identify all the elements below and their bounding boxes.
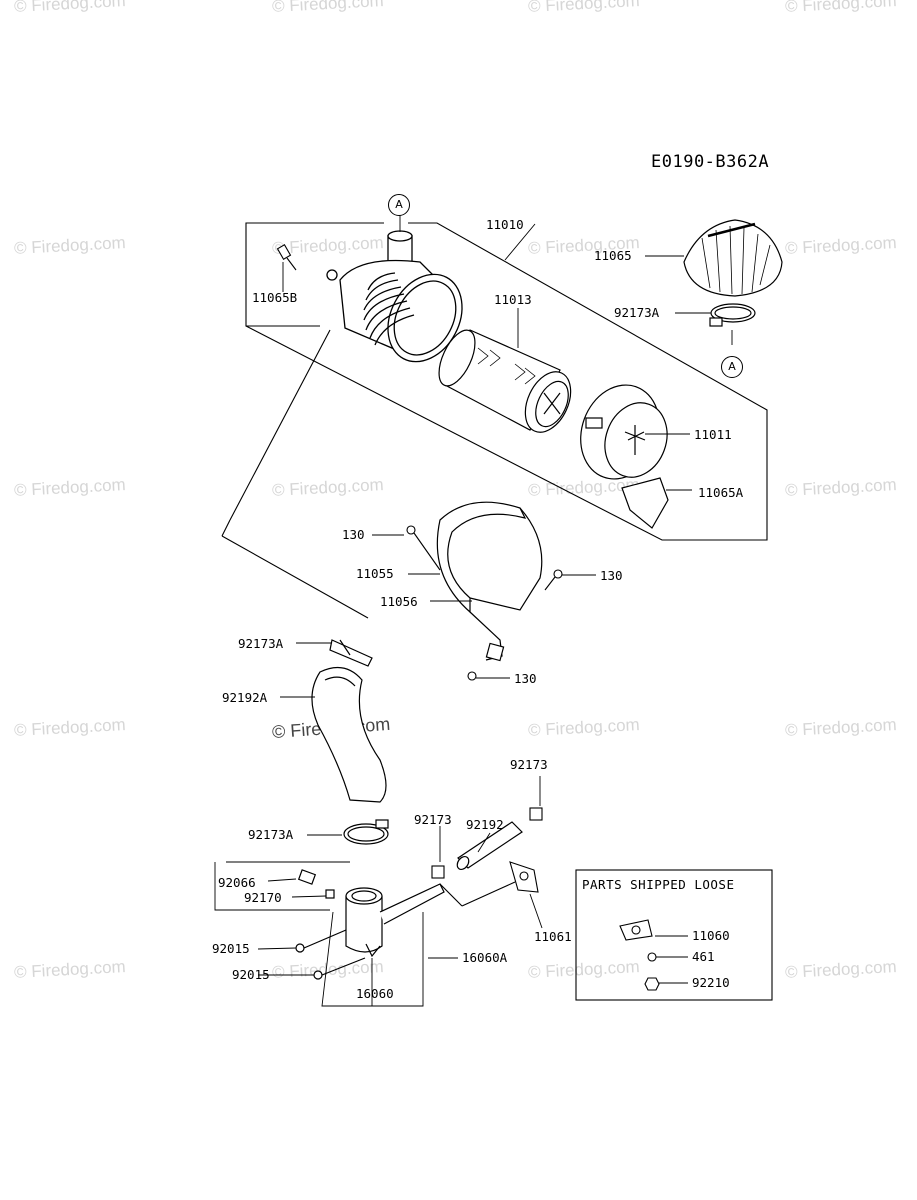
cover-11011 (580, 384, 668, 480)
clamp-92173 (431, 807, 543, 879)
diagram-code: E0190-B362A (651, 152, 770, 172)
assembly-outline-11010 (245, 222, 384, 327)
assembly-outline-11010 (229, 329, 331, 521)
part-label[interactable]: 16060A (462, 950, 508, 965)
washer-461 (647, 952, 657, 962)
fitting-11065b (276, 244, 297, 271)
part-label[interactable]: 92173 (414, 812, 452, 827)
part-label[interactable]: 11061 (534, 929, 572, 944)
part-label[interactable]: 92173A (238, 636, 284, 651)
parts-shipped-loose-box (575, 869, 773, 1001)
part-label[interactable]: 130 (514, 671, 537, 686)
part-label[interactable]: 92173 (510, 757, 548, 772)
part-label[interactable]: 16060 (356, 986, 394, 1001)
reference-marker-a: A (388, 194, 410, 216)
clamp-92173a-mid (329, 639, 373, 667)
part-label[interactable]: 11055 (356, 566, 394, 581)
part-label[interactable]: 92173A (248, 827, 294, 842)
part-label[interactable]: 11011 (694, 427, 732, 442)
part-label[interactable]: 11013 (494, 292, 532, 307)
part-label[interactable]: 92173A (614, 305, 660, 320)
clamp-92173a-low (343, 819, 389, 845)
part-label[interactable]: 92170 (244, 890, 282, 905)
hose-92192 (456, 821, 523, 871)
part-label[interactable]: 11010 (486, 217, 524, 232)
part-label[interactable]: 92015 (212, 941, 250, 956)
gasket-11061 (509, 861, 539, 893)
part-label[interactable]: 11065A (698, 485, 744, 500)
part-label[interactable]: 130 (600, 568, 623, 583)
part-label[interactable]: 92192A (222, 690, 268, 705)
bolt-130 (406, 525, 563, 681)
loose-gasket-11060 (619, 919, 653, 941)
part-label[interactable]: 130 (342, 527, 365, 542)
part-label[interactable]: 11060 (692, 928, 730, 943)
part-label[interactable]: 92210 (692, 975, 730, 990)
part-label[interactable]: 92015 (232, 967, 270, 982)
part-label[interactable]: 11065 (594, 248, 632, 263)
nut-92210 (644, 977, 660, 991)
leader-lines (214, 215, 733, 1007)
assembly-outline-11010 (245, 222, 768, 541)
filter-element-11013 (438, 329, 572, 433)
part-label[interactable]: 11065B (252, 290, 298, 305)
mounting-band-11055 (436, 501, 543, 662)
clamp-92173a-top (709, 303, 756, 327)
intake-pipe-16060 (295, 869, 445, 980)
hose-92192a (311, 666, 387, 803)
parts-shipped-loose-title: PARTS SHIPPED LOOSE (582, 877, 735, 892)
dust-valve-11065a (621, 477, 669, 529)
part-label[interactable]: 92066 (218, 875, 256, 890)
air-cleaner-body (326, 230, 463, 363)
part-label[interactable]: 461 (692, 949, 715, 964)
part-label[interactable]: 11056 (380, 594, 418, 609)
part-label[interactable]: 92192 (466, 817, 504, 832)
reference-marker-a: A (721, 356, 743, 378)
pre-cleaner-11065 (683, 219, 783, 297)
